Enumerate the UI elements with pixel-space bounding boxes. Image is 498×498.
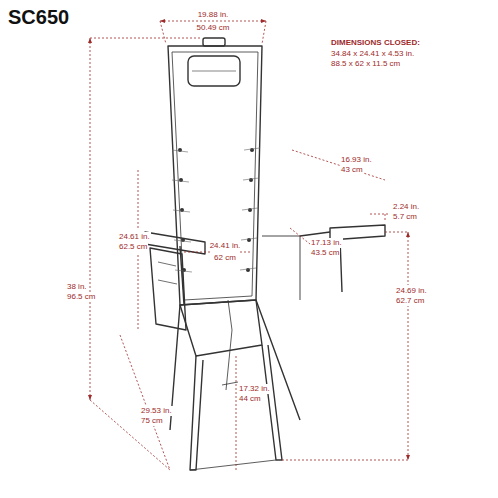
- dimension-label: 75 cm: [140, 416, 164, 426]
- dimension-label: 2.24 in.: [392, 202, 420, 212]
- dimension-label: 16.93 in.: [340, 155, 373, 165]
- dimension-label: 43 cm: [340, 165, 364, 175]
- dimension-label: 29.53 in.: [140, 406, 173, 416]
- dimension-label: 62 cm: [213, 253, 237, 263]
- dimension-label: 43.5 cm: [310, 248, 340, 258]
- dimension-label: 96.5 cm: [66, 292, 96, 302]
- dimension-label: 17.32 in.: [238, 384, 271, 394]
- dimension-label: 17.13 in.: [310, 238, 343, 248]
- dimension-label: 62.5 cm: [118, 242, 148, 252]
- dimension-label: 44 cm: [238, 394, 262, 404]
- title: SC650: [8, 6, 69, 29]
- closed-dims-cm: 88.5 x 62 x 11.5 cm: [330, 59, 401, 69]
- dimension-label: 19.88 in.: [197, 10, 230, 20]
- closed-dims-in: 34.84 x 24.41 x 4.53 in.: [330, 49, 415, 59]
- dimension-label: 24.69 in.: [395, 286, 428, 296]
- closed-dims-heading: DIMENSIONS CLOSED:: [330, 38, 421, 48]
- dimension-label: 24.41 in.: [209, 241, 242, 251]
- dimension-label: 24.61 in.: [118, 232, 151, 242]
- dimension-label: 62.7 cm: [395, 296, 425, 306]
- dimension-label: 50.49 cm: [196, 23, 231, 33]
- dimension-label: 5.7 cm: [392, 212, 418, 222]
- dimension-label: 38 in.: [66, 282, 88, 292]
